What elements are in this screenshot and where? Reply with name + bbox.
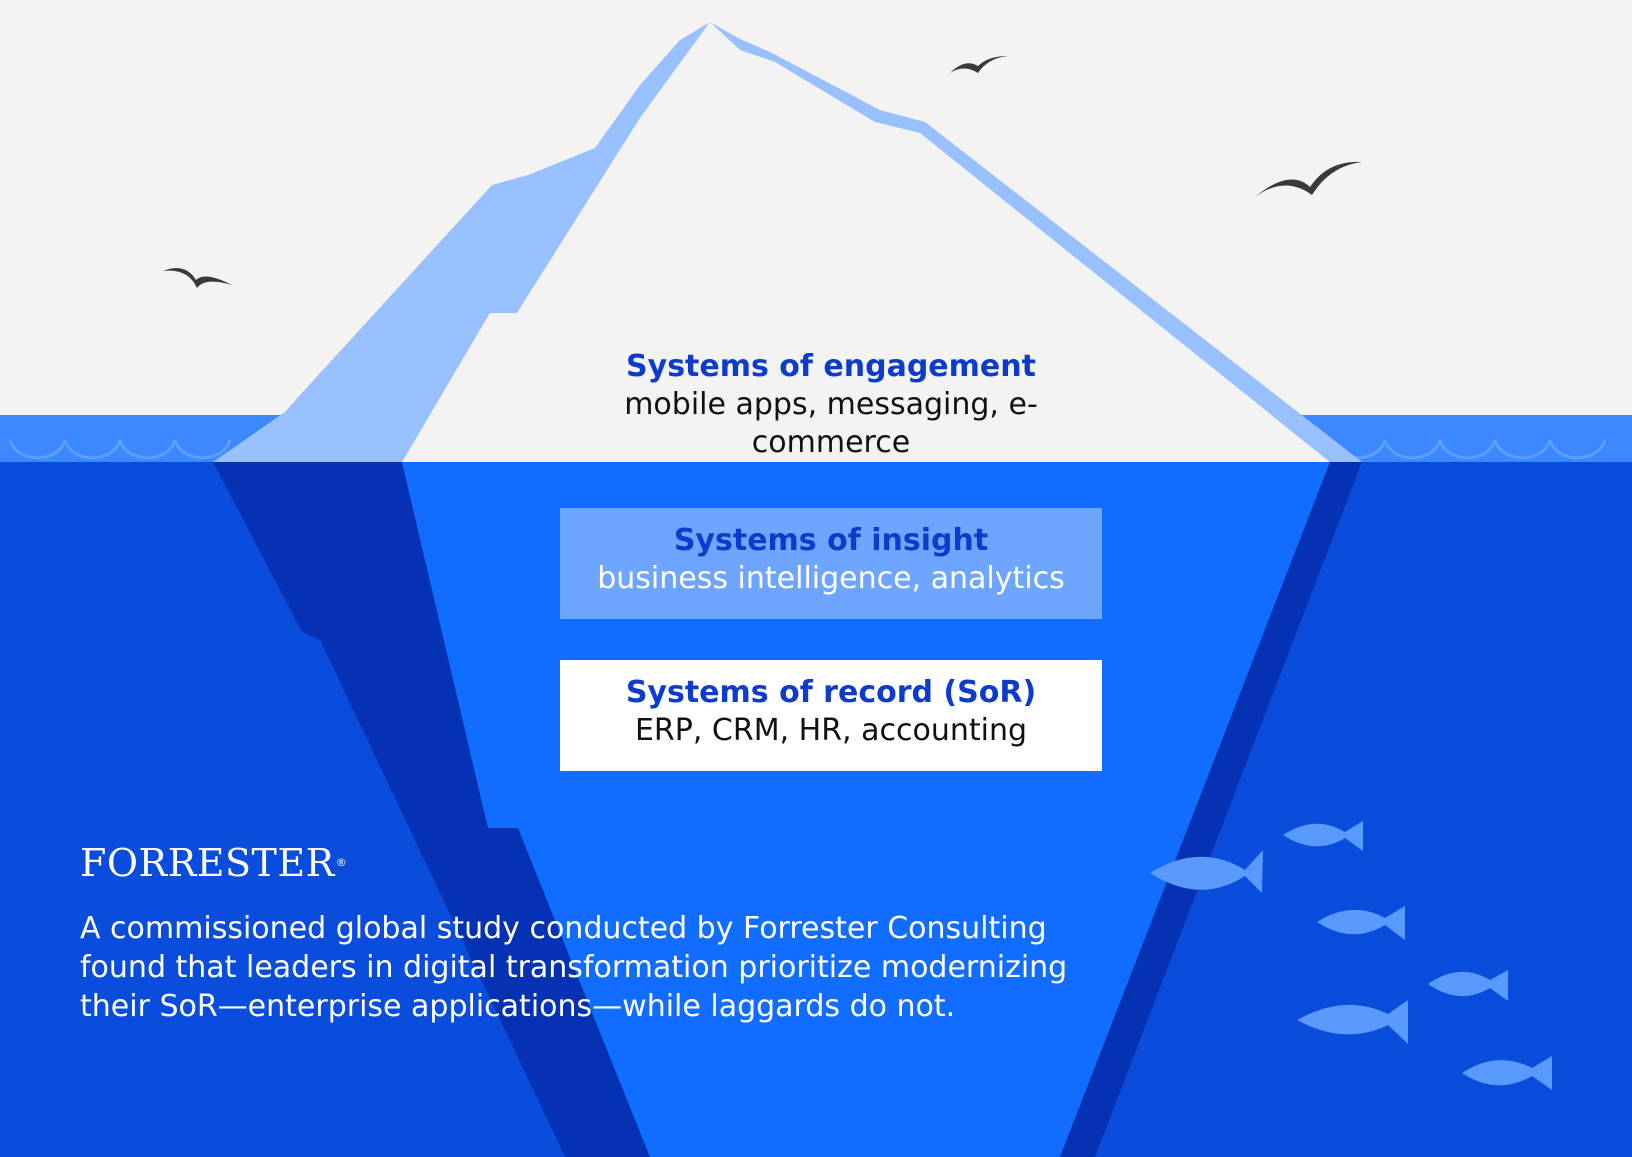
iceberg-top [402,22,1330,462]
fish-icon [1462,1056,1552,1090]
engagement-subtitle: mobile apps, messaging, e-commerce [624,387,1038,460]
iceberg-underwater [402,462,1330,1157]
bird-icon [950,56,1008,73]
study-caption: A commissioned global study conducted by… [80,911,1068,1024]
fish-icon [1150,850,1263,893]
record-subtitle: ERP, CRM, HR, accounting [634,713,1028,748]
systems-of-engagement-label: Systems of engagement mobile apps, messa… [560,348,1102,462]
fish-icon [1428,970,1508,1001]
iceberg-highlight [213,22,710,462]
bird-icon [1255,161,1362,197]
iceberg-right-edge [710,22,1362,462]
logo-text: FORRESTER [80,841,335,885]
engagement-title: Systems of engagement [626,349,1036,384]
forrester-logo: FORRESTER® [80,838,347,888]
systems-of-record-box: Systems of record (SoR) ERP, CRM, HR, ac… [560,660,1102,771]
fish-school [1150,821,1552,1090]
systems-of-insight-box: Systems of insight business intelligence… [560,508,1102,619]
fish-icon [1297,1000,1408,1044]
registered-mark: ® [335,856,348,869]
record-title: Systems of record (SoR) [625,675,1037,710]
fish-icon [1283,821,1363,851]
iceberg-underwater-shadow [213,462,650,1157]
iceberg-underwater-edge [1060,462,1362,1157]
fish-icon [1317,906,1405,940]
bird-icon [163,268,232,288]
insight-title: Systems of insight [673,523,989,558]
insight-subtitle: business intelligence, analytics [597,561,1065,596]
